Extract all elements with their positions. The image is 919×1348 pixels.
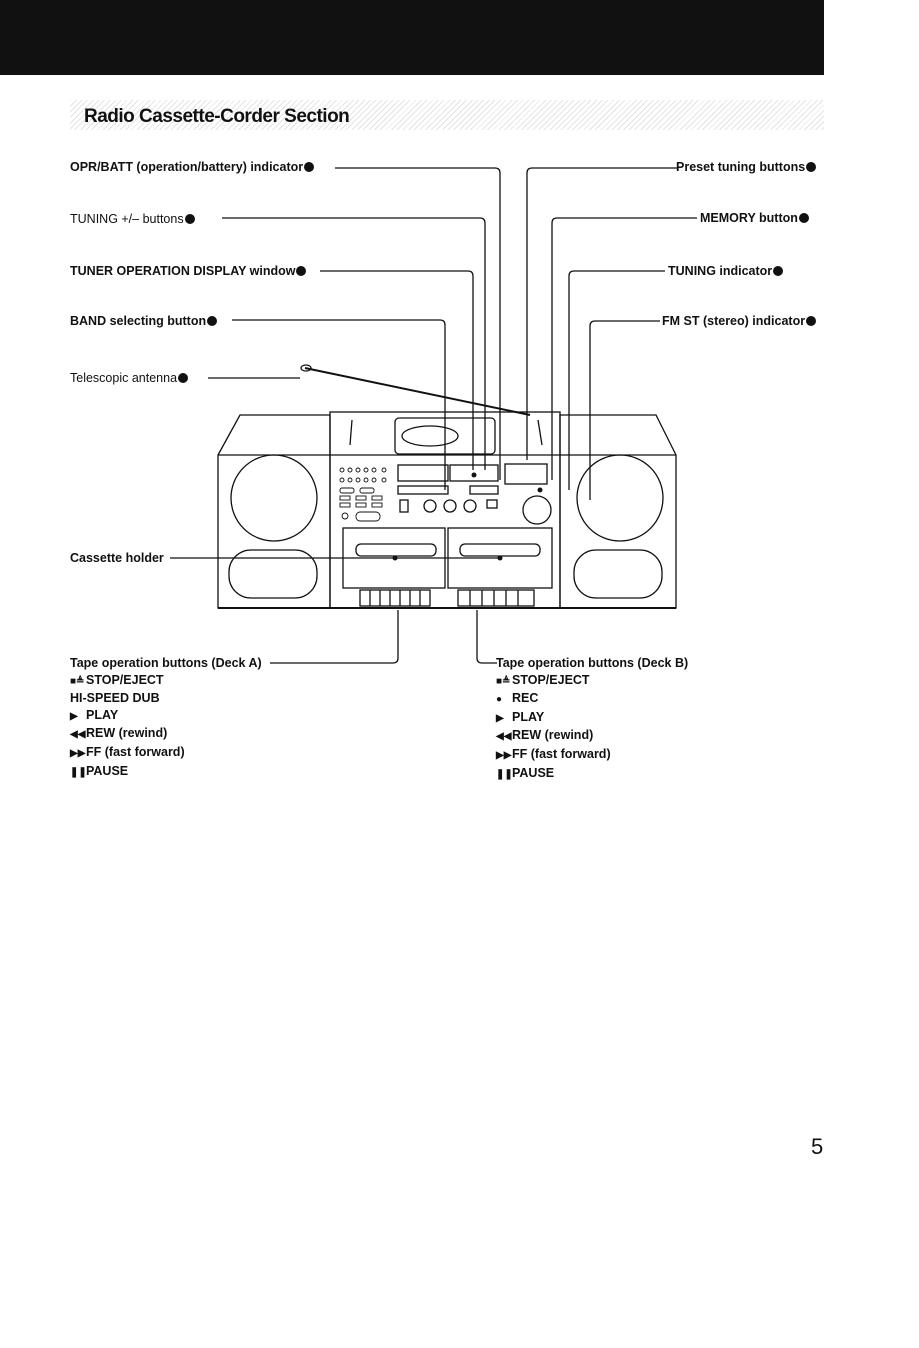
boombox-right-body <box>559 414 677 609</box>
list-item: ■≜STOP/EJECT <box>70 672 164 687</box>
leader-tuning <box>222 217 486 470</box>
section-title: Radio Cassette-Corder Section <box>84 106 350 127</box>
ref-marker-icon <box>207 316 218 326</box>
list-item: ❚❚PAUSE <box>70 763 129 778</box>
right-speaker <box>576 454 664 542</box>
list-item: ▶▶FF (fast forward) <box>70 744 185 759</box>
leader-band <box>232 319 446 490</box>
deck-a-heading: Tape operation buttons (Deck A) <box>70 656 262 670</box>
ref-marker-icon <box>806 162 817 172</box>
list-item: ■≜STOP/EJECT <box>496 672 590 687</box>
callout-band-button: BAND selecting button <box>70 314 218 329</box>
page-number: 5 <box>811 1134 824 1159</box>
deck-a-list: Tape operation buttons (Deck A) ■≜STOP/E… <box>70 655 262 781</box>
leader-memory <box>551 217 697 480</box>
leader-display <box>320 270 474 470</box>
callout-preset: Preset tuning buttons <box>676 160 817 175</box>
list-item: ▶▶FF (fast forward) <box>496 746 611 761</box>
boombox-left-body <box>217 414 331 609</box>
callout-memory: MEMORY button <box>700 211 810 226</box>
list-item: ●REC <box>496 691 539 706</box>
title-band <box>70 100 824 130</box>
list-item: ◀◀REW (rewind) <box>496 728 594 743</box>
leader-deck-a <box>270 610 399 664</box>
callout-tuning-buttons: TUNING +/– buttons <box>70 212 196 227</box>
ref-marker-icon <box>773 266 784 276</box>
antenna <box>304 367 531 416</box>
callout-fm-st: FM ST (stereo) indicator <box>662 314 817 329</box>
callout-tuning-indicator: TUNING indicator <box>668 264 784 279</box>
callout-opr-batt: OPR/BATT (operation/battery) indicator <box>70 160 315 175</box>
deck-b-heading: Tape operation buttons (Deck B) <box>496 656 689 670</box>
callout-antenna: Telescopic antenna <box>70 371 189 386</box>
header-bar <box>0 0 824 75</box>
deck-b-buttons <box>457 589 535 607</box>
list-item: ▶PLAY <box>496 709 545 724</box>
leader-fm-st <box>589 320 660 500</box>
ref-marker-icon <box>178 373 189 383</box>
list-item: HI-SPEED DUB <box>70 691 160 706</box>
ref-marker-icon <box>304 162 315 172</box>
leader-opr-batt <box>335 167 501 480</box>
leader-tuning-ind <box>568 270 665 490</box>
callout-tuner-display: TUNER OPERATION DISPLAY window <box>70 264 307 279</box>
list-item: ❚❚PAUSE <box>496 765 555 780</box>
leader-deck-b <box>476 610 497 664</box>
left-speaker <box>230 454 318 542</box>
ref-marker-icon <box>798 213 809 223</box>
ref-marker-icon <box>296 266 307 276</box>
ref-marker-icon <box>184 214 195 224</box>
leader-preset <box>526 167 677 460</box>
deck-b-window <box>447 527 553 589</box>
list-item: ▶PLAY <box>70 707 119 722</box>
ref-marker-icon <box>806 316 817 326</box>
deck-b-list: Tape operation buttons (Deck B) ■≜STOP/E… <box>496 655 688 783</box>
deck-a-buttons <box>359 589 431 607</box>
deck-a-window <box>342 527 446 589</box>
list-item: ◀◀REW (rewind) <box>70 726 168 741</box>
callout-cassette-holder: Cassette holder <box>70 551 164 565</box>
